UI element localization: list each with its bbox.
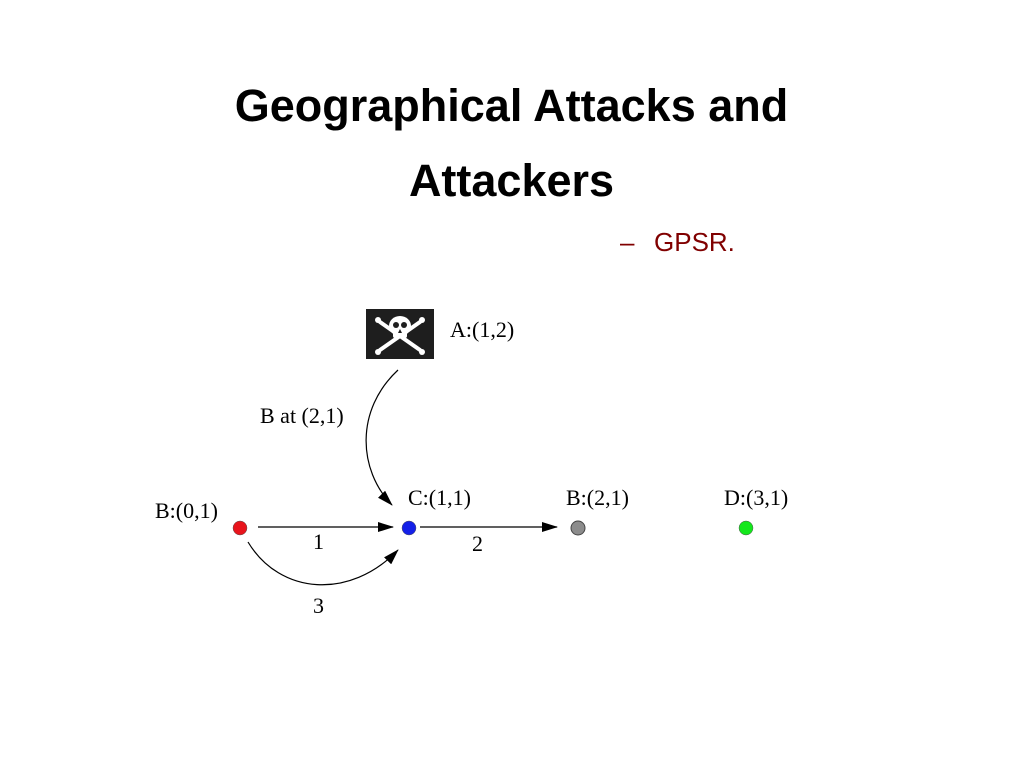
node-b-real — [232, 520, 248, 536]
bullet-item: –GPSR. — [620, 226, 735, 258]
attacker-label: A:(1,2) — [450, 317, 514, 342]
edge-1-label: 1 — [313, 529, 324, 554]
edge-2-label: 2 — [472, 531, 483, 556]
spoof-message-label: B at (2,1) — [260, 403, 344, 428]
node-d-label: D:(3,1) — [724, 485, 788, 510]
title-line-1: Geographical Attacks and — [234, 80, 789, 131]
node-b-claimed — [570, 520, 586, 536]
edge-3-label: 3 — [313, 593, 324, 618]
bullet-text: GPSR. — [654, 227, 735, 257]
node-b-real-label: B:(0,1) — [155, 498, 218, 523]
title-line-2: Attackers — [408, 155, 615, 206]
node-c-label: C:(1,1) — [408, 485, 471, 510]
bullet-dash: – — [620, 227, 635, 257]
edge-3-arrow — [247, 541, 399, 586]
node-d — [738, 520, 754, 536]
spoof-arrow — [365, 369, 399, 506]
slide-title: Geographical Attacks and Attackers — [0, 68, 1023, 218]
skull-crossbones-icon — [366, 309, 434, 359]
node-b-claimed-label: B:(2,1) — [566, 485, 629, 510]
node-c — [401, 520, 417, 536]
